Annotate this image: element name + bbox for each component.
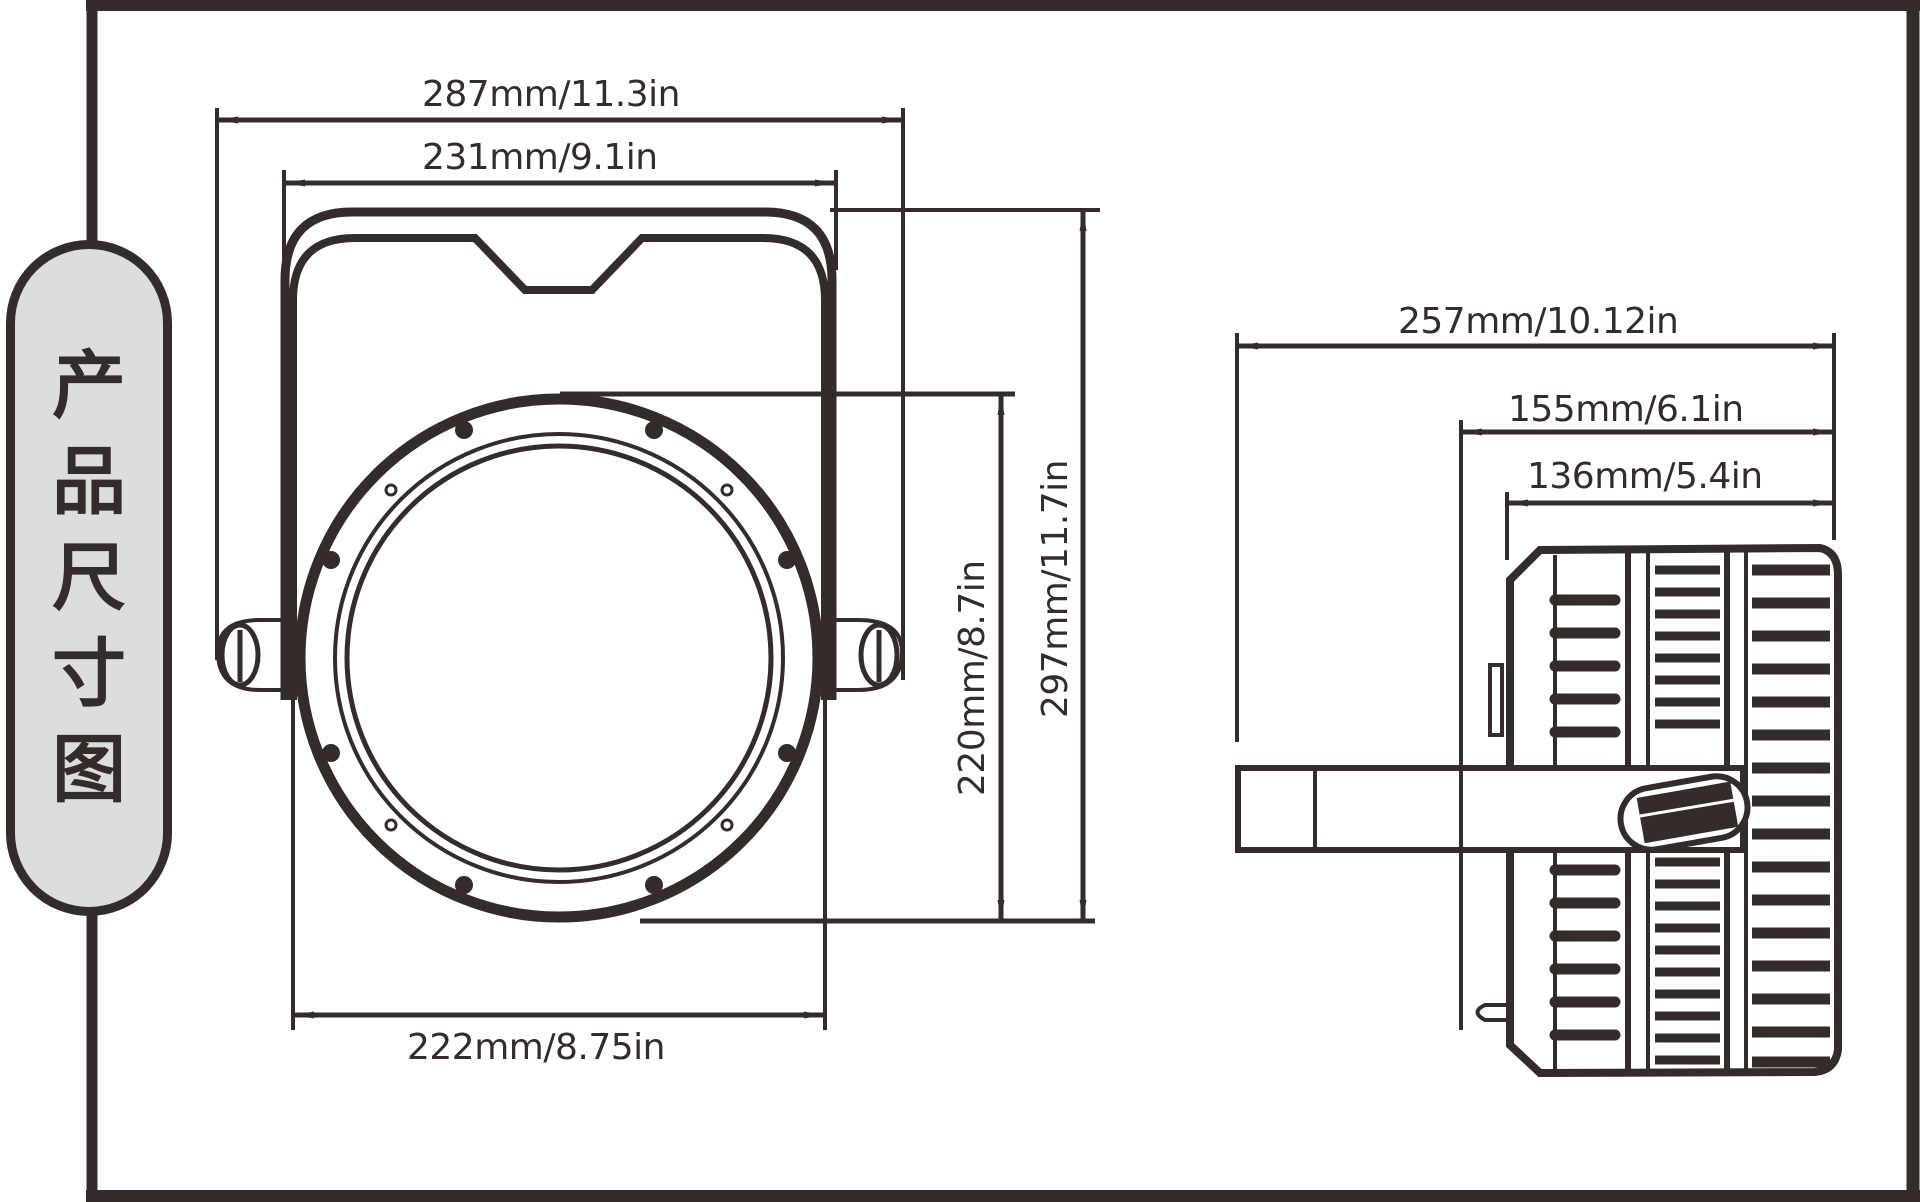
dim-yoke-width: 231mm/9.1in [422, 137, 658, 178]
front-view [215, 108, 1100, 1030]
frame-border [86, 0, 1920, 1202]
fins-middle [1655, 565, 1720, 1065]
dim-body-depth: 155mm/6.1in [1508, 389, 1744, 430]
dim-overall-height: 297mm/11.7in [1035, 460, 1076, 718]
rim-bolts [322, 421, 796, 894]
title-char-5: 图 [52, 727, 126, 813]
dim-body-width: 222mm/8.75in [407, 1027, 665, 1068]
title-char-3: 尺 [52, 535, 126, 621]
title-label-pill: 产 品 尺 寸 图 [6, 240, 172, 916]
title-char-4: 寸 [52, 631, 126, 717]
title-char-1: 产 [52, 343, 126, 429]
fins-right [1752, 564, 1830, 1068]
fins-left [1549, 594, 1621, 1041]
dim-housing-depth: 136mm/5.4in [1527, 456, 1763, 497]
dim-body-height: 220mm/8.7in [952, 560, 993, 796]
side-view [1235, 333, 1842, 1078]
dim-overall-depth: 257mm/10.12in [1398, 301, 1679, 342]
dim-overall-width: 287mm/11.3in [422, 74, 680, 115]
title-char-2: 品 [52, 439, 126, 525]
rim-screws [384, 483, 734, 832]
